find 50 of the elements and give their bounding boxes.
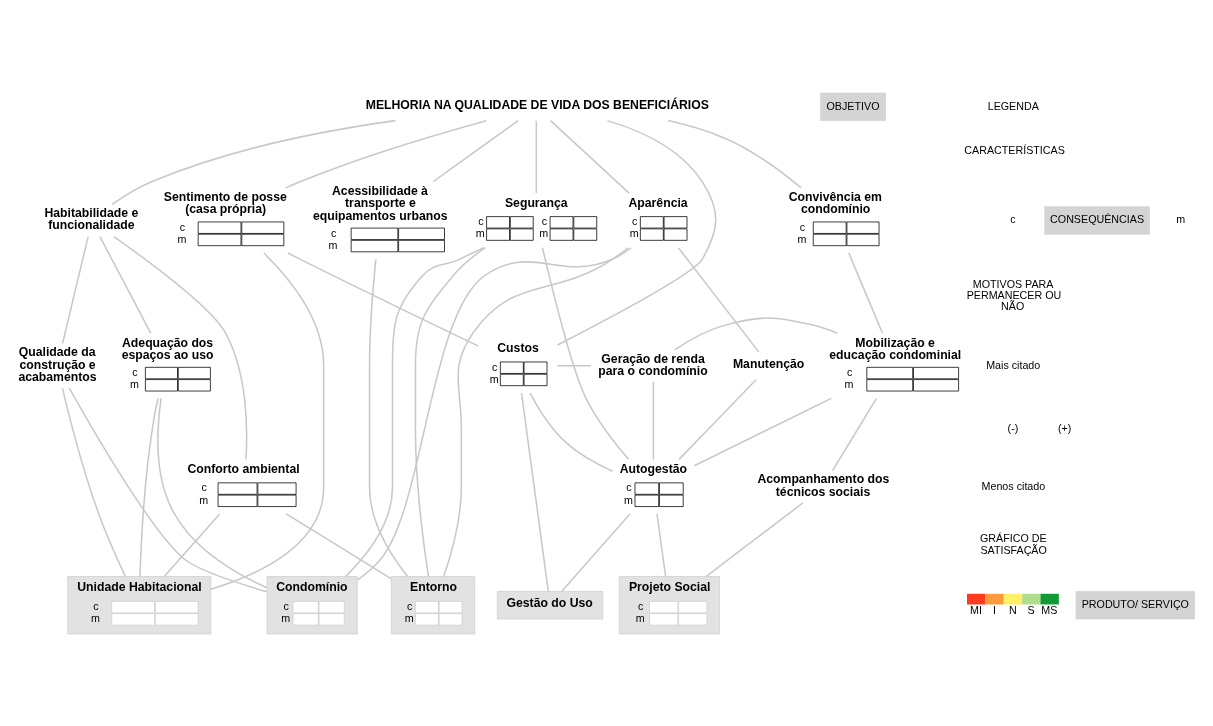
node-label: Custos (497, 340, 539, 355)
node-text: Aparência c m (628, 195, 688, 239)
legend-label: N (1009, 603, 1017, 616)
node-text: Manutenção (732, 356, 805, 371)
node-text: Acompanhamento dos técnicos sociais (757, 471, 890, 499)
node-label: Adequação dos espaços ao uso (121, 335, 214, 362)
label: Menos citado (981, 479, 1046, 491)
node-label: Sentimento de posse (casa própria) (163, 189, 287, 216)
node-label: Conforto ambiental (187, 461, 300, 476)
node-label: c (132, 365, 138, 378)
label: m (1176, 212, 1186, 225)
node-text: Geração de renda para o condomínio (598, 351, 708, 378)
label: c (1010, 212, 1016, 225)
node-label: c (330, 226, 337, 239)
label: Mais citado (986, 358, 1041, 371)
label: GRÁFICO DE SATISFAÇÃO (980, 531, 1047, 556)
node-label: c (846, 365, 853, 378)
node-label: c (491, 360, 498, 373)
node-text: MELHORIA NA QUALIDADE DE VIDA DOS BENEFICIÁRIOS (365, 97, 709, 112)
label: CONSEQUÊNCIAS (1050, 212, 1145, 225)
node-label: c (799, 220, 806, 233)
legend-label: MS (1041, 603, 1058, 616)
node-text: Habitabilidade e funcionalidade (44, 205, 139, 232)
node-label: c (626, 480, 632, 493)
label: (+) (1058, 421, 1072, 434)
label: OBJETIVO (826, 99, 880, 112)
node-label: m (328, 238, 338, 251)
node-label: m (623, 493, 633, 506)
node-label: c (201, 480, 207, 493)
label: MOTIVOS PARA PERMANECER OU NÃO (966, 277, 1062, 312)
label: CARACTERÍSTICAS (964, 143, 1065, 156)
node-label: Acessibilidade à transporte e equipamentos urbanos (312, 183, 448, 223)
node-label: Autogestão (619, 461, 687, 476)
label: LEGENDA (987, 99, 1039, 112)
node-label: m (797, 232, 807, 245)
label: PRODUTO/ SERVIÇO (1081, 597, 1189, 610)
node-label: m (130, 377, 139, 390)
label: (-) (1007, 421, 1019, 434)
legend-label: MI (970, 603, 982, 616)
node-text: Qualidade da construção e acabamentos (18, 344, 97, 384)
node-label: m (199, 493, 209, 506)
node-label: c (179, 220, 186, 233)
node-label: Convivência em condomínio (788, 189, 882, 216)
node-label: m (844, 377, 854, 390)
node-label: m (177, 232, 187, 245)
legend-label: I (993, 603, 997, 616)
node-label: m (489, 372, 499, 385)
node-label: Mobilização e educação condominial (829, 335, 962, 362)
legend-label: S (1027, 603, 1035, 616)
node-text: Segurança c m c m (475, 195, 568, 239)
